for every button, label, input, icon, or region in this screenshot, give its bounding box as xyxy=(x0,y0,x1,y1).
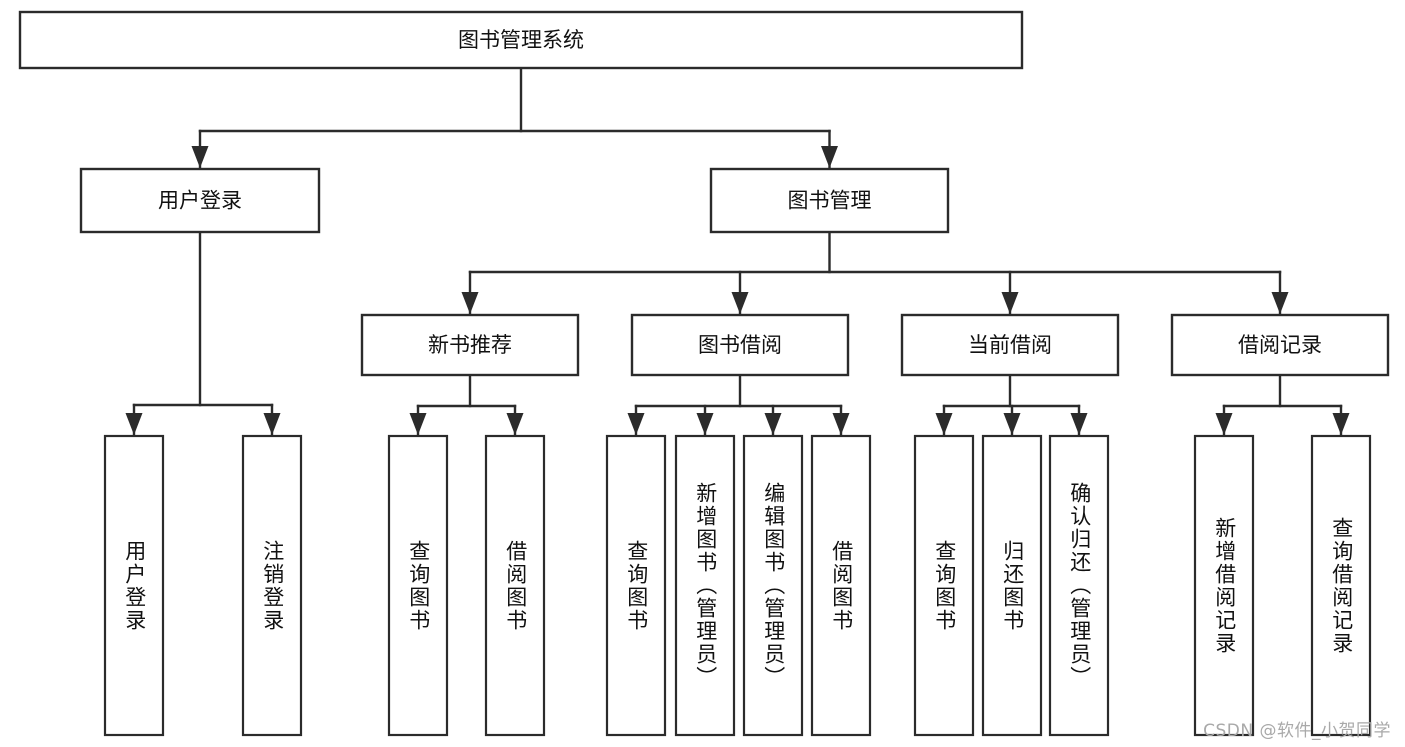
leaf-node-box[interactable] xyxy=(981,434,1043,737)
arrow-head-to-leaf-user-logout xyxy=(263,413,281,435)
watermark-text: CSDN @软件_小贺同学 xyxy=(1203,721,1391,741)
leaf-node-box[interactable] xyxy=(674,434,736,737)
arrow-head-to-leaf-user-login xyxy=(125,413,143,435)
leaf-node-box[interactable] xyxy=(1310,434,1372,737)
arrow-head-to-leaf-borrow-book xyxy=(832,413,850,435)
root-node-label: 图书管理系统 xyxy=(458,28,584,52)
connectors-layer xyxy=(125,66,1350,436)
arrow-head-to-leaf-query-book-borrow xyxy=(627,413,645,435)
arrow-head-to-new-book-recommend xyxy=(461,292,479,314)
arrow-head-to-borrow-record xyxy=(1271,292,1289,314)
leaf-node-box[interactable] xyxy=(810,434,872,737)
level3-node-box[interactable] xyxy=(630,313,850,377)
level3-node-box[interactable] xyxy=(900,313,1120,377)
arrow-head-to-leaf-query-book-recommend xyxy=(409,413,427,435)
arrow-head-to-user-login xyxy=(191,146,209,168)
arrow-head-to-leaf-edit-book xyxy=(764,413,782,435)
arrow-head-to-leaf-add-borrow-record xyxy=(1215,413,1233,435)
arrow-head-to-book-manage xyxy=(821,146,838,168)
node-boxes-layer xyxy=(18,10,1390,737)
arrow-head-to-leaf-query-borrow-record xyxy=(1332,413,1350,435)
level3-node-box[interactable] xyxy=(360,313,580,377)
level3-node-label: 图书借阅 xyxy=(698,333,782,357)
leaf-node-box[interactable] xyxy=(742,434,804,737)
level3-node-label: 借阅记录 xyxy=(1238,333,1322,357)
leaf-node-box[interactable] xyxy=(103,434,165,737)
arrow-head-to-leaf-add-book xyxy=(696,413,714,435)
arrow-head-to-leaf-query-book-current xyxy=(935,413,953,435)
arrow-head-to-leaf-return-book xyxy=(1003,413,1021,435)
level3-node-label: 当前借阅 xyxy=(968,333,1052,357)
level2-node-box[interactable] xyxy=(79,167,321,234)
root-node-box[interactable] xyxy=(18,10,1024,70)
arrow-head-to-leaf-borrow-book-recommend xyxy=(506,413,524,435)
leaf-node-box[interactable] xyxy=(387,434,449,737)
leaf-node-box[interactable] xyxy=(605,434,667,737)
leaf-node-box[interactable] xyxy=(484,434,546,737)
arrow-head-to-current-borrow xyxy=(1001,292,1019,314)
arrow-head-to-book-borrow xyxy=(731,292,749,314)
level2-node-label: 用户登录 xyxy=(158,189,242,213)
leaf-node-box[interactable] xyxy=(1193,434,1255,737)
leaf-node-box[interactable] xyxy=(241,434,303,737)
leaf-node-box[interactable] xyxy=(913,434,975,737)
level2-node-label: 图书管理 xyxy=(788,189,872,213)
leaf-node-box[interactable] xyxy=(1048,434,1110,737)
level2-node-box[interactable] xyxy=(709,167,950,234)
level3-node-label: 新书推荐 xyxy=(428,333,512,357)
level3-node-box[interactable] xyxy=(1170,313,1390,377)
arrow-head-to-leaf-confirm-return xyxy=(1070,413,1088,435)
